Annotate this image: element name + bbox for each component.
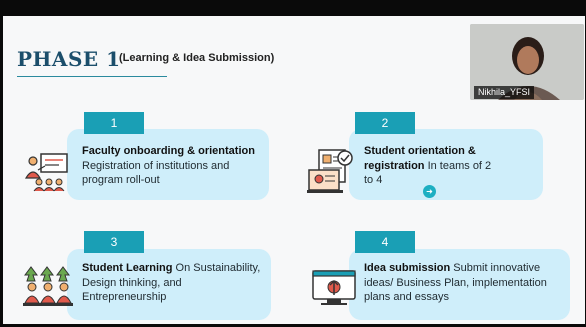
step-number-3: 3 [84, 231, 144, 253]
step-card-4 [349, 249, 570, 320]
step-text-4: Idea submission Submit innovative ideas/… [364, 261, 567, 305]
step-text-3: Student Learning On Sustainability, Desi… [82, 261, 268, 305]
step-title-1: Faculty onboarding & orientation [82, 145, 255, 157]
step-card-3 [67, 249, 271, 320]
participant-name-label: Nikhila_YFSI [474, 86, 535, 99]
step-title-4: Idea submission [364, 262, 451, 274]
registration-form-icon [307, 149, 353, 193]
idea-upload-icon [312, 270, 356, 305]
step-desc-1: Registration of institutions and program… [82, 159, 230, 187]
teacher-presenting-icon [24, 153, 68, 192]
step-text-1: Faculty onboarding & orientation Registr… [82, 144, 268, 188]
step-card-2 [349, 129, 543, 200]
step-card-1 [67, 129, 269, 200]
step-title-2: Student orientation & registration [364, 145, 476, 172]
step-text-2: Student orientation & registration In te… [364, 144, 499, 188]
title-underline [17, 76, 167, 77]
student-learning-icon [23, 266, 73, 306]
step-desc-4: Submit innovative ideas/ Business Plan, … [364, 262, 547, 303]
step-number-2: 2 [355, 112, 415, 134]
step-number-1: 1 [84, 112, 144, 134]
step-desc-2: In teams of 2 to 4 [364, 159, 492, 187]
step-desc-3: On Sustainability, Design thinking, and … [82, 262, 261, 303]
phase-title: PHASE 1 [17, 47, 121, 71]
step-number-4: 4 [355, 231, 415, 253]
step-title-3: Student Learning [82, 262, 173, 274]
phase-subtitle: (Learning & Idea Submission) [119, 52, 275, 64]
pointer-cursor-icon: ➜ [423, 185, 436, 198]
